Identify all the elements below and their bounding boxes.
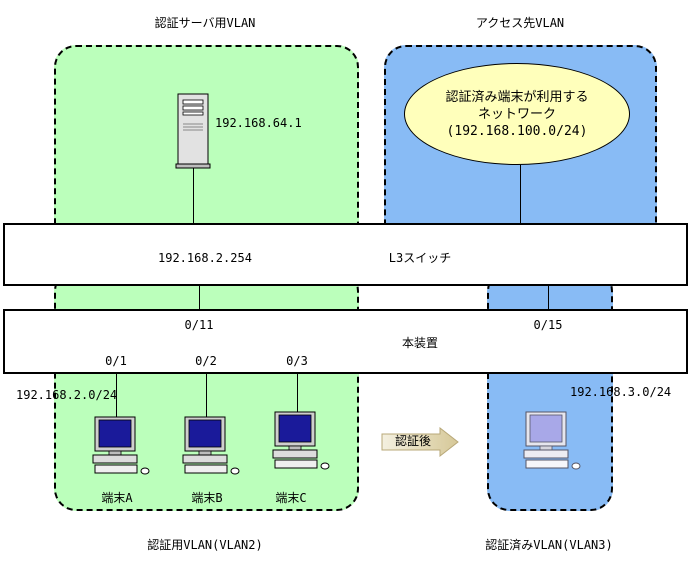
authed-vlan-title: 認証済みVLAN(VLAN3) (485, 538, 613, 552)
port-2: 0/2 (195, 354, 217, 368)
network-link (520, 165, 521, 224)
l3-switch-ip: 192.168.2.254 (158, 251, 252, 265)
after-auth-arrow-icon (381, 427, 459, 457)
server-link (193, 168, 194, 224)
auth-subnet: 192.168.2.0/24 (16, 388, 118, 402)
terminal-b-link (206, 374, 207, 417)
l3-switch-label: L3スイッチ (388, 251, 452, 265)
port-authed: 0/15 (533, 318, 563, 332)
server-ip: 192.168.64.1 (215, 116, 302, 130)
auth-server-vlan-title: 認証サーバ用VLAN (154, 16, 256, 30)
l3-switch (3, 223, 688, 286)
device (3, 309, 688, 374)
device-label: 本装置 (401, 336, 439, 350)
terminal-c-icon (272, 411, 330, 470)
authed-network: 認証済み端末が利用する ネットワーク (192.168.100.0/24) (404, 63, 630, 165)
terminal-c-link (297, 374, 298, 412)
server-icon (175, 93, 211, 169)
terminal-a-icon (92, 416, 150, 475)
port-1: 0/1 (105, 354, 127, 368)
terminal-a-link (116, 374, 117, 417)
terminal-b-label: 端末B (191, 491, 223, 505)
uplink-line (199, 286, 200, 310)
authed-uplink-line (548, 286, 549, 310)
network-line3: (192.168.100.0/24) (446, 123, 588, 139)
authed-subnet: 192.168.3.0/24 (570, 385, 672, 399)
terminal-a-label: 端末A (101, 491, 133, 505)
network-line2: ネットワーク (477, 106, 556, 122)
port-3: 0/3 (286, 354, 308, 368)
uplink-port: 0/11 (184, 318, 214, 332)
authed-terminal-icon (523, 411, 581, 470)
auth-vlan-title: 認証用VLAN(VLAN2) (147, 538, 263, 552)
after-auth-label: 認証後 (395, 434, 432, 448)
terminal-b-icon (182, 416, 240, 475)
network-line1: 認証済み端末が利用する (445, 89, 589, 105)
access-vlan-title: アクセス先VLAN (475, 16, 565, 30)
terminal-c-label: 端末C (275, 491, 307, 505)
